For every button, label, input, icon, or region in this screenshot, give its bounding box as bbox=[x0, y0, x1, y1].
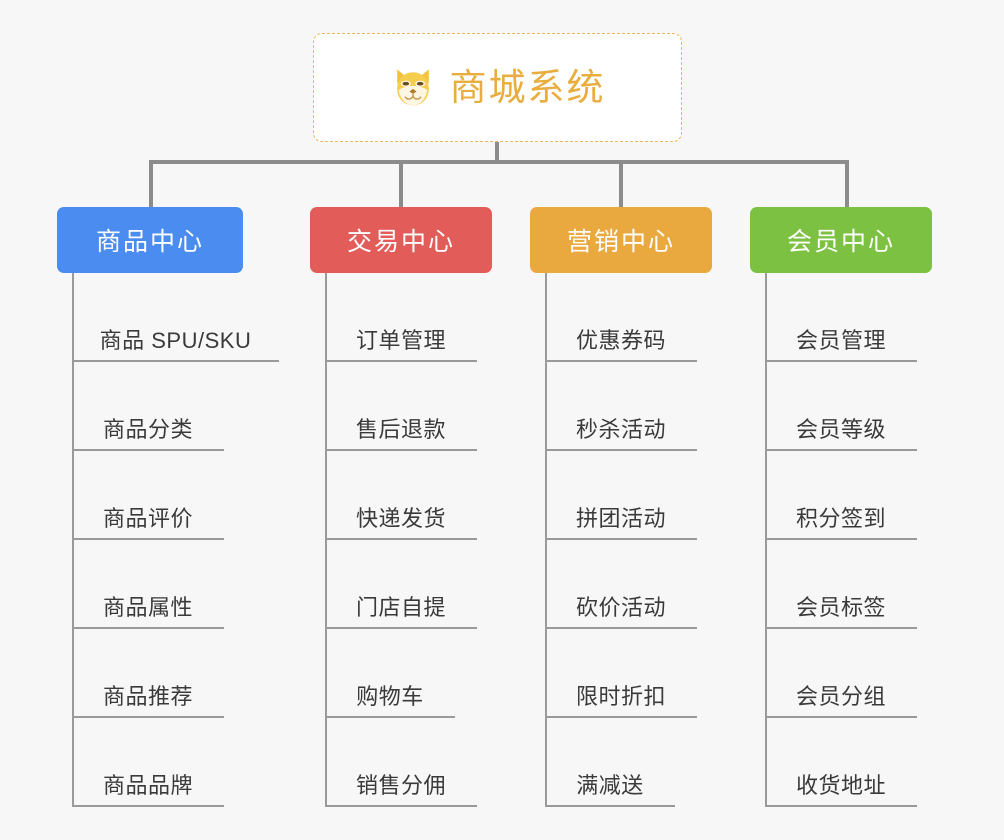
leaf-label: 商品 SPU/SKU bbox=[99, 327, 252, 353]
leaf-item[interactable]: 限时折扣 bbox=[545, 629, 697, 718]
category-header-3[interactable]: 营销中心 bbox=[530, 207, 712, 273]
leaf-label: 秒杀活动 bbox=[575, 416, 666, 442]
leaf-item[interactable]: 会员管理 bbox=[765, 273, 917, 362]
leaf-item[interactable]: 商品评价 bbox=[72, 451, 224, 540]
leaf-label: 订单管理 bbox=[355, 327, 446, 353]
column-trunk-line bbox=[545, 273, 547, 807]
leaf-label: 会员管理 bbox=[795, 327, 886, 353]
leaf-item[interactable]: 订单管理 bbox=[325, 273, 477, 362]
leaf-label: 快递发货 bbox=[355, 505, 446, 531]
leaf-label: 积分签到 bbox=[795, 505, 886, 531]
category-header-2[interactable]: 交易中心 bbox=[310, 207, 492, 273]
leaf-item[interactable]: 门店自提 bbox=[325, 540, 477, 629]
category-header-4[interactable]: 会员中心 bbox=[750, 207, 932, 273]
leaf-label: 会员标签 bbox=[795, 594, 886, 620]
leaf-item[interactable]: 满减送 bbox=[545, 718, 675, 807]
leaf-label: 会员等级 bbox=[795, 416, 886, 442]
root-node[interactable]: 商城系统 bbox=[313, 33, 682, 142]
leaf-item[interactable]: 优惠券码 bbox=[545, 273, 697, 362]
connector-drop-2 bbox=[399, 160, 403, 207]
leaf-label: 拼团活动 bbox=[575, 505, 666, 531]
leaf-label: 商品推荐 bbox=[102, 683, 193, 709]
leaf-item[interactable]: 积分签到 bbox=[765, 451, 917, 540]
leaf-label: 商品属性 bbox=[102, 594, 193, 620]
connector-horizontal-bus bbox=[149, 160, 849, 164]
leaf-item[interactable]: 拼团活动 bbox=[545, 451, 697, 540]
leaf-item[interactable]: 快递发货 bbox=[325, 451, 477, 540]
leaf-item[interactable]: 购物车 bbox=[325, 629, 455, 718]
connector-drop-4 bbox=[845, 160, 849, 207]
leaf-item[interactable]: 会员分组 bbox=[765, 629, 917, 718]
leaf-label: 满减送 bbox=[576, 772, 644, 798]
leaf-label: 售后退款 bbox=[355, 416, 446, 442]
connector-drop-1 bbox=[149, 160, 153, 207]
category-header-label: 交易中心 bbox=[346, 228, 455, 256]
leaf-item[interactable]: 秒杀活动 bbox=[545, 362, 697, 451]
connector-drop-3 bbox=[619, 160, 623, 207]
column-trunk-line bbox=[765, 273, 767, 807]
leaf-item[interactable]: 会员等级 bbox=[765, 362, 917, 451]
leaf-label: 砍价活动 bbox=[575, 594, 666, 620]
root-title: 商城系统 bbox=[449, 67, 606, 108]
category-header-label: 会员中心 bbox=[786, 228, 895, 256]
leaf-item[interactable]: 商品属性 bbox=[72, 540, 224, 629]
leaf-label: 收货地址 bbox=[795, 772, 886, 798]
leaf-label: 门店自提 bbox=[355, 594, 446, 620]
category-header-label: 商品中心 bbox=[95, 228, 204, 256]
leaf-item[interactable]: 商品推荐 bbox=[72, 629, 224, 718]
column-trunk-line bbox=[325, 273, 327, 807]
leaf-label: 优惠券码 bbox=[575, 327, 666, 353]
leaf-label: 购物车 bbox=[356, 683, 424, 709]
leaf-item[interactable]: 商品 SPU/SKU bbox=[72, 273, 279, 362]
connector-root-stem bbox=[495, 142, 499, 164]
leaf-item[interactable]: 销售分佣 bbox=[325, 718, 477, 807]
category-header-label: 营销中心 bbox=[566, 228, 675, 256]
leaf-label: 会员分组 bbox=[795, 683, 886, 709]
category-header-1[interactable]: 商品中心 bbox=[57, 207, 243, 273]
leaf-item[interactable]: 会员标签 bbox=[765, 540, 917, 629]
leaf-label: 限时折扣 bbox=[575, 683, 666, 709]
column-trunk-line bbox=[72, 273, 74, 807]
leaf-item[interactable]: 售后退款 bbox=[325, 362, 477, 451]
leaf-label: 商品评价 bbox=[102, 505, 193, 531]
leaf-label: 商品分类 bbox=[102, 416, 193, 442]
leaf-item[interactable]: 商品品牌 bbox=[72, 718, 224, 807]
leaf-label: 商品品牌 bbox=[102, 772, 193, 798]
leaf-label: 销售分佣 bbox=[355, 772, 446, 798]
leaf-item[interactable]: 收货地址 bbox=[765, 718, 917, 807]
leaf-item[interactable]: 砍价活动 bbox=[545, 540, 697, 629]
shiba-dog-face-icon bbox=[396, 68, 429, 105]
leaf-item[interactable]: 商品分类 bbox=[72, 362, 224, 451]
